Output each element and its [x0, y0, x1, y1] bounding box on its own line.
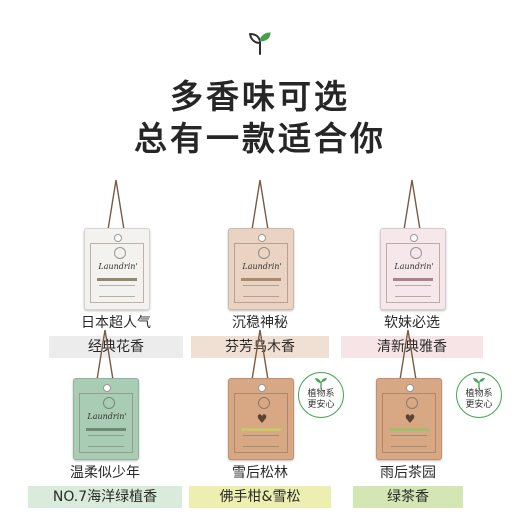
- seal-icon: [258, 247, 270, 259]
- product-name: 温柔似少年: [70, 465, 140, 481]
- product-card: ♥ 雪后松林 佛手柑&雪松: [185, 328, 335, 508]
- product-card: Laundrin' 温柔似少年 NO.7海洋绿植香: [28, 328, 182, 508]
- brand-label: Laundrin': [98, 262, 138, 271]
- scent-label: 芬芳乌木香: [191, 336, 329, 358]
- heart-icon: ♥: [256, 412, 268, 426]
- product-name: 软妹必选: [384, 315, 440, 331]
- brand-label: Laundrin': [87, 412, 127, 421]
- seal-icon: [258, 397, 270, 409]
- heart-icon: ♥: [404, 412, 416, 426]
- hang-string: [402, 179, 422, 237]
- product-name: 沉稳神秘: [232, 315, 288, 331]
- seal-icon: [410, 247, 422, 259]
- hang-string: [250, 179, 270, 237]
- seal-icon: [114, 247, 126, 259]
- brand-label: Laundrin': [242, 262, 282, 271]
- scent-label: NO.7海洋绿植香: [28, 486, 182, 508]
- seal-icon: [406, 397, 418, 409]
- fragrance-tag: Laundrin': [380, 228, 446, 310]
- product-name: 日本超人气: [81, 315, 151, 331]
- leaf-icon: [315, 378, 327, 389]
- seal-icon: [103, 397, 115, 409]
- badge-line1: 植物系: [465, 389, 493, 399]
- badge-line2: 更安心: [307, 400, 335, 410]
- headline-line1: 多香味可选: [170, 77, 350, 116]
- plant-badge: 植物系 更安心: [456, 372, 502, 418]
- badge-line2: 更安心: [465, 400, 493, 410]
- leaf-icon: [473, 378, 485, 389]
- scent-label: 绿茶香: [353, 486, 463, 508]
- brand-label: Laundrin': [394, 262, 434, 271]
- product-card: Laundrin' 软妹必选 清新典雅香: [337, 178, 487, 358]
- product-name: 雪后松林: [232, 465, 288, 481]
- hang-string: [95, 329, 115, 387]
- fragrance-tag: Laundrin': [84, 228, 150, 310]
- headline-line2: 总有一款适合你: [134, 119, 386, 158]
- badge-line1: 植物系: [307, 389, 335, 399]
- fragrance-tag: ♥: [376, 378, 442, 460]
- product-card: Laundrin' 沉稳神秘 芬芳乌木香: [185, 178, 335, 358]
- fragrance-tag: Laundrin': [228, 228, 294, 310]
- scent-label: 清新典雅香: [341, 336, 483, 358]
- product-card: ♥ 雨后茶园 绿茶香: [333, 328, 483, 508]
- hang-string: [250, 329, 270, 387]
- product-card: Laundrin' 日本超人气 经典花香: [41, 178, 191, 358]
- fragrance-tag: ♥: [228, 378, 294, 460]
- sprout-icon: [249, 32, 271, 55]
- plant-badge: 植物系 更安心: [298, 372, 344, 418]
- product-name: 雨后茶园: [380, 465, 436, 481]
- scent-label: 佛手柑&雪松: [189, 486, 331, 508]
- hang-string: [106, 179, 126, 237]
- fragrance-tag: Laundrin': [73, 378, 139, 460]
- hang-string: [398, 329, 418, 387]
